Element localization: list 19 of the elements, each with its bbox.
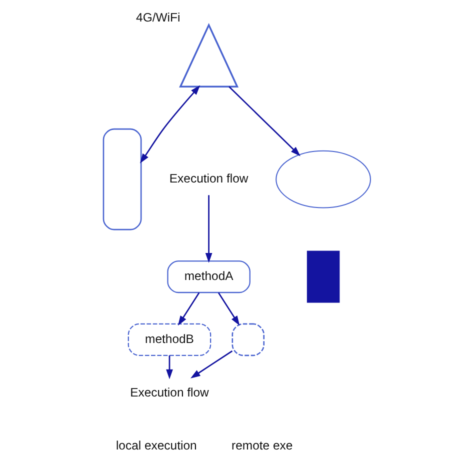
arrow [140,85,200,164]
node-text: Execution flow [169,172,248,186]
arrow [178,292,200,326]
node-cloud [276,150,372,208]
node-box [102,128,142,230]
node-text: Execution flow [130,385,209,400]
label: remote exe [232,438,293,453]
label: local execution [116,438,197,453]
arrow [166,356,173,380]
arrow [190,350,233,378]
node-picture [179,22,239,88]
node-box [232,323,265,356]
arrow [228,86,300,156]
arrow [218,292,240,326]
arrow [205,195,212,263]
node-label: 4G/WiFi [136,10,180,25]
node-box [306,250,340,303]
node-box: methodA [167,260,250,294]
node-box: methodB [128,323,212,356]
